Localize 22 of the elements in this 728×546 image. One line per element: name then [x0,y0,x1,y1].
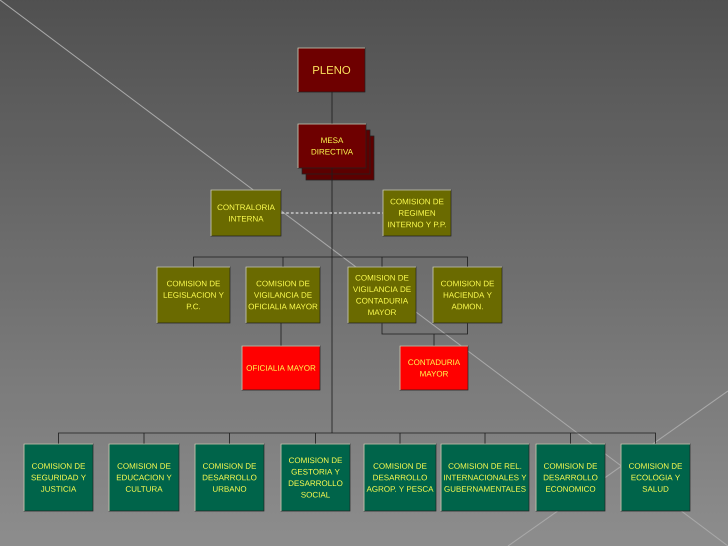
org-box: COMISION DE LEGISLACION Y P.C. [156,266,230,324]
org-box: COMISION DE DESARROLLO ECONOMICO [536,444,606,512]
org-box: COMISION DE GESTORIA Y DESARROLLO SOCIAL [280,444,350,512]
org-box: COMISION DE REGIMEN INTERNO Y P.P. [382,190,452,236]
org-box: PLENO [298,48,366,92]
dashed-line [281,212,383,214]
connector-line [280,322,282,346]
org-box: COMISION DE VIGILANCIA DE OFICIALIA MAYOR [246,266,320,324]
connector-line [58,168,656,444]
org-box: CONTADURIA MAYOR [400,346,468,390]
org-box: OFICIALIA MAYOR [242,346,320,390]
stacked-box: MESA DIRECTIVA [298,124,374,180]
org-box: COMISION DE DESARROLLO URBANO [194,444,264,512]
org-box: COMISION DE HACIENDA Y ADMON. [432,266,502,324]
org-box: COMISION DE VIGILANCIA DE CONTADURIA MAYOR [348,266,416,324]
org-box: CONTRALORIA INTERNA [210,190,282,236]
connector-line [382,322,468,346]
org-box: COMISION DE SEGURIDAD Y JUSTICIA [24,444,94,512]
org-box: COMISION DE DESARROLLO AGROP. Y PESCA [364,444,436,512]
org-box: COMISION DE REL. INTERNACIONALES Y GUBERNAMENTALES [440,444,530,512]
org-box: COMISION DE ECOLOGIA Y SALUD [620,444,690,512]
org-box: COMISION DE EDUCACION Y CULTURA [108,444,180,512]
